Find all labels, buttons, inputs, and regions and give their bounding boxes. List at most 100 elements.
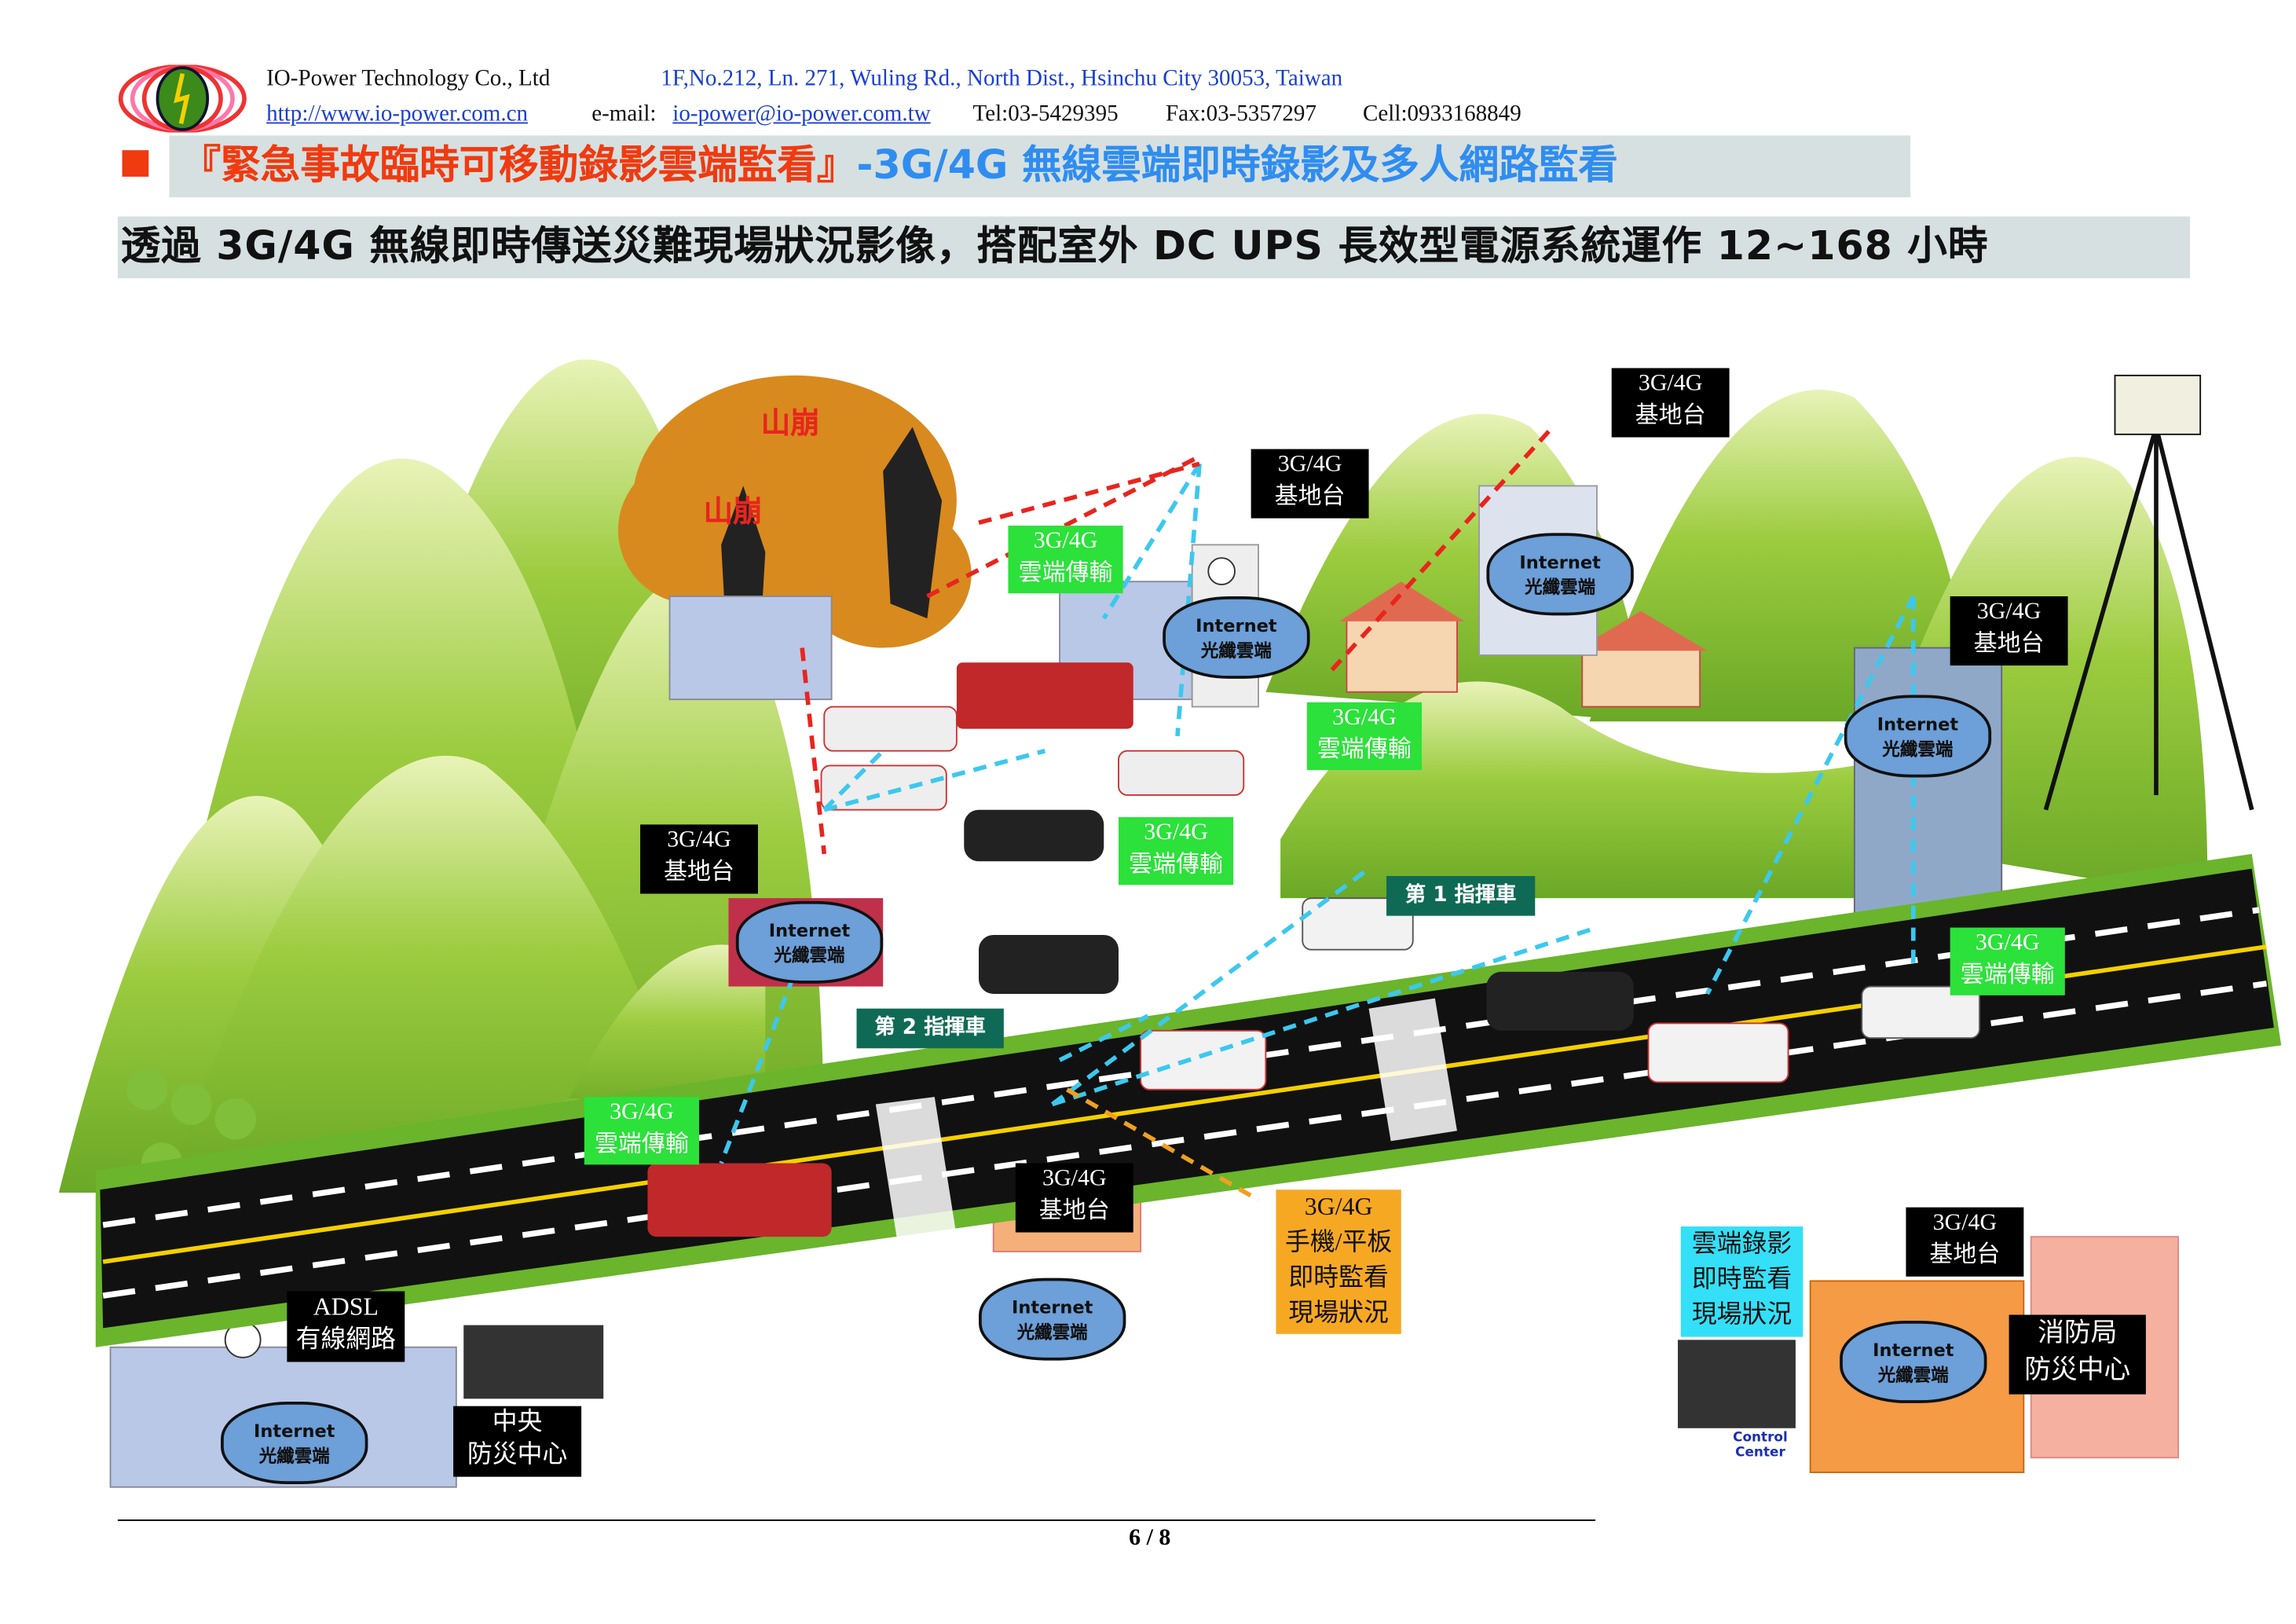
cloud-recording-label-text: 即時監看 <box>1691 1264 1792 1293</box>
internet-cloud-text: Internet <box>1877 713 1959 735</box>
company-name: IO-Power Technology Co., Ltd <box>266 66 551 92</box>
cloud-transfer-label-text: 3G/4G <box>1033 528 1098 554</box>
base-station-label: 3G/4G 基地台 <box>1251 449 1369 519</box>
control-center-label-text: Center <box>1735 1446 1785 1461</box>
signal-arrows-cyan <box>719 462 1916 1164</box>
fire-dept-label-text: 防災中心 <box>2024 1355 2131 1384</box>
adsl-label-text: ADSL <box>313 1292 379 1321</box>
landslide-label-text: 山崩 <box>703 493 763 529</box>
cloud-transfer-label-text: 雲端傳輸 <box>1960 962 2055 988</box>
mobile-monitor-label-text: 即時監看 <box>1288 1263 1389 1292</box>
landslide-label-text: 山崩 <box>760 405 820 441</box>
internet-cloud-text: 光纖雲端 <box>1877 1365 1949 1386</box>
base-station-label-text: 3G/4G <box>1042 1166 1107 1192</box>
base-station-label: 3G/4G 基地台 <box>1950 596 2068 666</box>
cloud-transfer-label-text: 3G/4G <box>1332 705 1397 731</box>
central-center-label-text: 中央 <box>492 1407 543 1436</box>
website-link[interactable]: http://www.io-power.com.cn <box>266 101 529 127</box>
vehicles <box>647 662 1981 1237</box>
tel: Tel:03-5429395 <box>972 101 1119 127</box>
page-title: 『緊急事故臨時可移動錄影雲端監看』-3G/4G 無線雲端即時錄影及多人網路監看 <box>169 135 1911 198</box>
central-center-label-text: 防災中心 <box>467 1439 568 1468</box>
email-link[interactable]: io-power@io-power.com.tw <box>672 101 931 127</box>
internet-cloud-text: Internet <box>1011 1296 1093 1318</box>
company-logo <box>118 64 247 133</box>
internet-cloud-text: 光纖雲端 <box>1200 640 1272 662</box>
base-station-label-text: 基地台 <box>1274 484 1346 510</box>
fire-dept-label-text: 消防局 <box>2038 1318 2118 1347</box>
cell: Cell:0933168849 <box>1363 101 1522 127</box>
cloud-transfer-label: 3G/4G 雲端傳輸 <box>1306 702 1422 771</box>
adsl-label-text: 有線網路 <box>295 1325 397 1354</box>
adsl-label: ADSL 有線網路 <box>287 1291 405 1362</box>
command-vehicle-2-label: 第 2 指揮車 <box>856 1008 1004 1049</box>
internet-cloud: Internet 光纖雲端 <box>1844 695 1992 778</box>
cloud-transfer-label: 3G/4G 雲端傳輸 <box>1008 526 1123 594</box>
cloud-recording-label-text: 雲端錄影 <box>1691 1229 1792 1258</box>
command-vehicle-2-label-text: 第 2 指揮車 <box>874 1016 986 1040</box>
base-station-label: 3G/4G 基地台 <box>640 824 758 894</box>
cloud-transfer-label: 3G/4G 雲端傳輸 <box>1119 817 1234 885</box>
page-number: 6 / 8 <box>1129 1525 1171 1551</box>
mobile-monitor-label-text: 手機/平板 <box>1284 1227 1393 1256</box>
command-vehicle-1-label-text: 第 1 指揮車 <box>1404 883 1517 907</box>
internet-cloud-text: 光纖雲端 <box>1882 739 1954 760</box>
internet-cloud: Internet 光纖雲端 <box>1840 1320 1987 1403</box>
monitors <box>463 1325 1796 1428</box>
base-station-label-text: 基地台 <box>1929 1242 2001 1268</box>
footer-divider <box>117 1519 1596 1521</box>
internet-cloud: Internet 光纖雲端 <box>1163 596 1310 679</box>
title-red: 『緊急事故臨時可移動錄影雲端監看』 <box>181 142 857 189</box>
scene-illustration <box>58 359 2282 1488</box>
base-station-label-text: 3G/4G <box>1277 452 1342 478</box>
bullet-square <box>122 150 149 177</box>
central-center-label: 中央防災中心 <box>453 1406 582 1477</box>
base-station-label-text: 基地台 <box>1635 403 1706 429</box>
cloud-transfer-label-text: 雲端傳輸 <box>1018 560 1113 586</box>
base-station-label-text: 基地台 <box>1038 1198 1110 1224</box>
company-address: 1F,No.212, Ln. 271, Wuling Rd., North Di… <box>661 66 1343 92</box>
signal-arrows-red <box>800 425 1554 855</box>
cloud-transfer-label-text: 3G/4G <box>1975 930 2040 956</box>
fire-dept-label: 消防局防災中心 <box>2009 1314 2146 1395</box>
base-station-label: 3G/4G 基地台 <box>1611 368 1730 438</box>
cloud-transfer-label-text: 雲端傳輸 <box>594 1132 689 1157</box>
internet-cloud-text: 光纖雲端 <box>774 945 845 966</box>
landslide-label: 山崩 <box>761 406 820 438</box>
control-center-label-text: Control <box>1733 1431 1788 1446</box>
landslide-label: 山崩 <box>704 495 763 527</box>
base-station-label-text: 基地台 <box>1973 631 2045 657</box>
internet-cloud-text: Internet <box>1519 552 1601 573</box>
base-station-label: 3G/4G 基地台 <box>1015 1163 1133 1233</box>
internet-cloud: Internet 光纖雲端 <box>979 1278 1126 1361</box>
base-station-label-text: 3G/4G <box>1976 599 2041 625</box>
internet-cloud-text: Internet <box>1873 1340 1954 1361</box>
email-label: e-mail: <box>591 101 657 127</box>
tripod-camera <box>2043 374 2254 811</box>
cloud-transfer-label-text: 3G/4G <box>1144 819 1208 845</box>
cloud-transfer-label-text: 3G/4G <box>610 1099 674 1125</box>
signal-arrow-orange <box>1066 1087 1260 1202</box>
cloud-transfer-label-text: 雲端傳輸 <box>1316 737 1412 763</box>
hills <box>58 359 2208 1193</box>
base-station-label-text: 3G/4G <box>1638 371 1703 397</box>
cloud-transfer-label: 3G/4G 雲端傳輸 <box>584 1097 700 1165</box>
internet-cloud-text: Internet <box>768 920 851 941</box>
page-subtitle: 透過 3G/4G 無線即時傳送災難現場狀況影像，搭配室外 DC UPS 長效型電… <box>117 216 2191 279</box>
mobile-monitor-label-text: 3G/4G <box>1304 1192 1373 1221</box>
internet-cloud-text: Internet <box>1196 615 1277 636</box>
title-blue: -3G/4G 無線雲端即時錄影及多人網路監看 <box>856 142 1618 189</box>
internet-cloud-text: 光纖雲端 <box>258 1446 330 1467</box>
base-station-label: 3G/4G 基地台 <box>1906 1207 2024 1277</box>
cloud-recording-label-text: 現場狀況 <box>1691 1300 1792 1329</box>
internet-cloud-text: 光纖雲端 <box>1016 1322 1088 1344</box>
cloud-transfer-label-text: 雲端傳輸 <box>1129 852 1224 878</box>
base-station-label-text: 基地台 <box>664 860 734 885</box>
base-station-label-text: 3G/4G <box>1932 1210 1998 1236</box>
base-station-label-text: 3G/4G <box>667 827 731 853</box>
internet-cloud: Internet 光纖雲端 <box>735 900 884 984</box>
mobile-monitor-label-text: 現場狀況 <box>1288 1298 1389 1327</box>
